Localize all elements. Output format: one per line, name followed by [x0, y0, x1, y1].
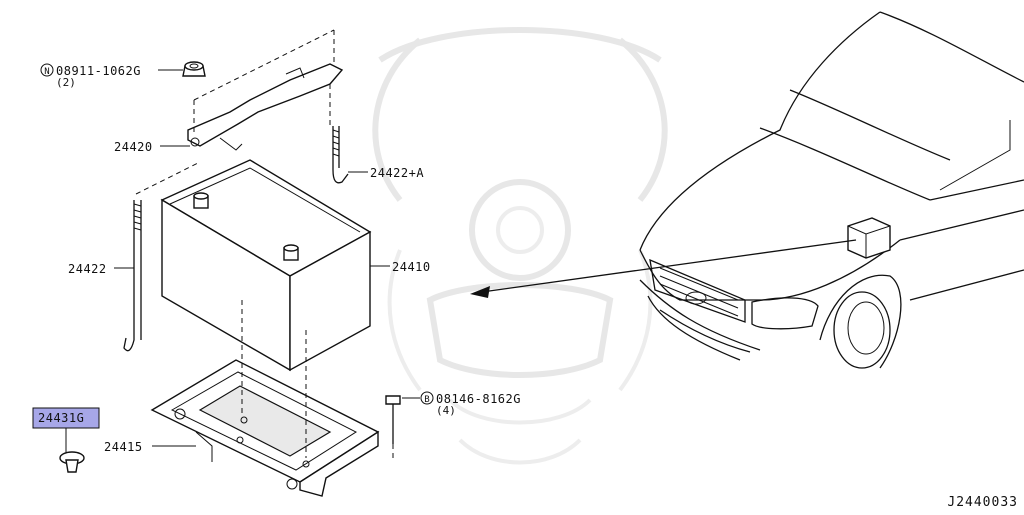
callout-24422[interactable]: 24422	[68, 262, 107, 276]
callout-part-number: 24431G	[38, 411, 84, 425]
battery-tray-24415	[150, 300, 380, 497]
rod-24422	[123, 161, 201, 352]
callout-part-number: 24420	[114, 140, 153, 154]
callout-24431G[interactable]: 24431G	[32, 407, 100, 429]
vehicle-outline	[639, 11, 1024, 369]
callout-24415[interactable]: 24415	[104, 440, 143, 454]
callout-part-number: 08911-1062G	[56, 64, 141, 78]
figure-id: J2440033	[947, 495, 1018, 510]
callout-08911-1062G[interactable]: N 08911-1062G (2)	[40, 63, 141, 89]
callout-quantity: (2)	[56, 76, 76, 89]
clip-24431G	[59, 451, 85, 473]
watermark-emblem	[372, 27, 668, 465]
callout-prefix-n: N	[44, 67, 49, 77]
leader-lines	[65, 69, 420, 452]
callout-24420[interactable]: 24420	[114, 140, 153, 154]
callout-08146-8162G[interactable]: B 08146-8162G (4)	[420, 391, 521, 417]
battery-frame-24420	[187, 29, 344, 151]
callout-24410[interactable]: 24410	[392, 260, 431, 274]
location-arrow	[470, 239, 857, 298]
callout-24422-A[interactable]: 24422+A	[370, 166, 424, 180]
callout-prefix-b: B	[424, 395, 429, 405]
callout-quantity: (4)	[436, 404, 456, 417]
callout-part-number: 08146-8162G	[436, 392, 521, 406]
nut-08911-1062G	[182, 61, 206, 77]
callout-part-number: 24410	[392, 260, 431, 274]
bolt-08146-8162G	[385, 395, 401, 458]
rod-24422-A	[332, 126, 349, 184]
callout-part-number: 24422+A	[370, 166, 424, 180]
callout-part-number: 24415	[104, 440, 143, 454]
highlight-box	[32, 407, 100, 429]
callout-part-number: 24422	[68, 262, 107, 276]
battery-24410	[160, 159, 372, 372]
